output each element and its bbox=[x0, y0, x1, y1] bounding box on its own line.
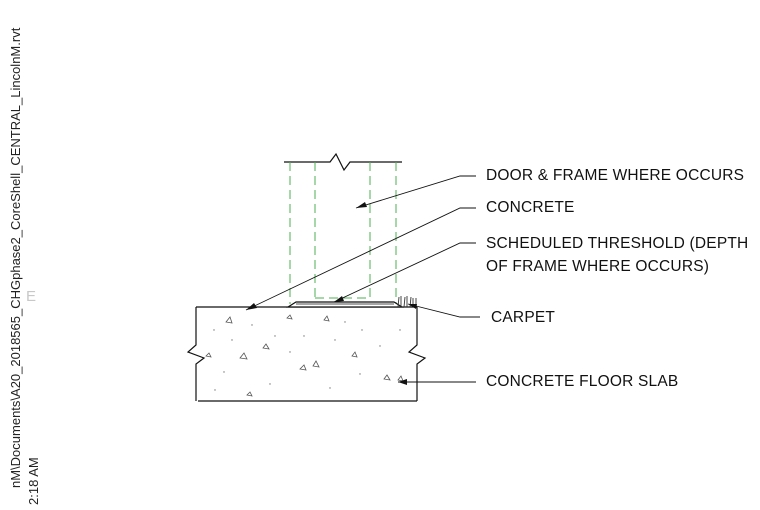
concrete-floor-slab bbox=[186, 306, 427, 402]
leader-lines bbox=[245, 175, 480, 383]
concrete-callout: CONCRETE bbox=[486, 199, 575, 216]
margin-mark: E bbox=[26, 288, 37, 305]
threshold-callout-line2: OF FRAME WHERE OCCURS) bbox=[486, 258, 710, 275]
threshold-callout-line1: SCHEDULED THRESHOLD (DEPTH bbox=[486, 235, 749, 252]
concrete-aggregate-pattern bbox=[205, 314, 404, 397]
threshold bbox=[285, 301, 405, 308]
concrete-dots bbox=[213, 321, 401, 391]
floor-slab-callout: CONCRETE FLOOR SLAB bbox=[486, 373, 679, 390]
door-break-line bbox=[284, 152, 402, 172]
door-frame-callout: DOOR & FRAME WHERE OCCURS bbox=[486, 167, 745, 184]
frame-hidden-lines bbox=[289, 162, 397, 304]
leader-arrowheads bbox=[246, 202, 417, 385]
carpet-callout: CARPET bbox=[491, 309, 556, 326]
